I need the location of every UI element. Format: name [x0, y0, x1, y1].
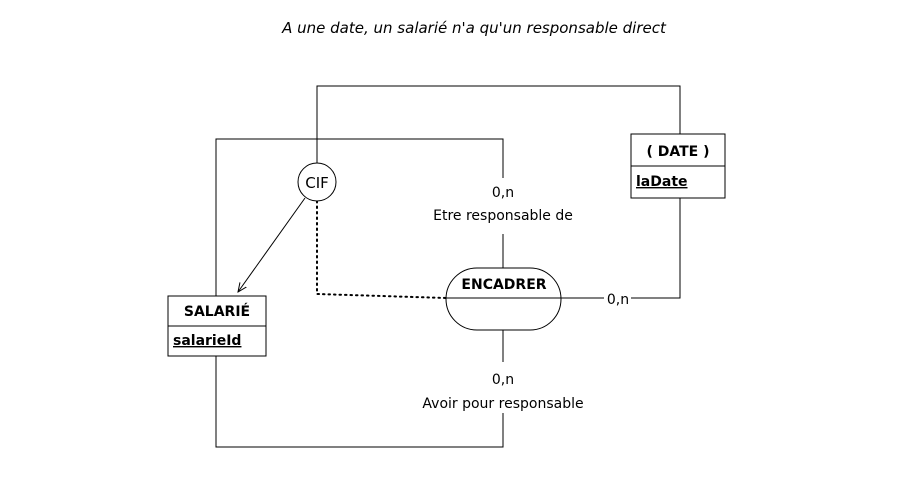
- entity-date: ( DATE ) laDate: [630, 133, 726, 199]
- association-encadrer: ENCADRER: [445, 267, 562, 331]
- role-label-top: Etre responsable de: [433, 208, 573, 224]
- cardinality-date: 0,n: [607, 292, 629, 308]
- cif-constraint: CIF: [297, 162, 337, 202]
- link-cif-date: [316, 85, 681, 163]
- link-salarie-encadrer-bottom: [215, 356, 504, 448]
- link-cif-encadrer-dotted: [316, 200, 447, 299]
- link-encadrer-date: [631, 198, 681, 299]
- entity-salarie: SALARIÉ salarieId: [167, 295, 267, 357]
- diagram-title: A une date, un salarié n'a qu'un respons…: [281, 19, 667, 37]
- cif-label: CIF: [305, 174, 329, 192]
- entity-date-name: ( DATE ): [646, 144, 709, 160]
- cardinality-top: 0,n: [492, 185, 514, 201]
- entity-salarie-name: SALARIÉ: [184, 303, 250, 320]
- entity-salarie-key: salarieId: [173, 333, 241, 349]
- entity-date-key: laDate: [636, 174, 688, 190]
- association-encadrer-shape: [445, 267, 562, 331]
- cardinality-bottom: 0,n: [492, 372, 514, 388]
- association-encadrer-name: ENCADRER: [461, 277, 546, 293]
- cif-circle: [297, 162, 337, 202]
- role-label-bottom: Avoir pour responsable: [422, 396, 583, 412]
- link-salarie-encadrer-top: [215, 138, 504, 296]
- arrow-cif-salarie: [238, 197, 306, 292]
